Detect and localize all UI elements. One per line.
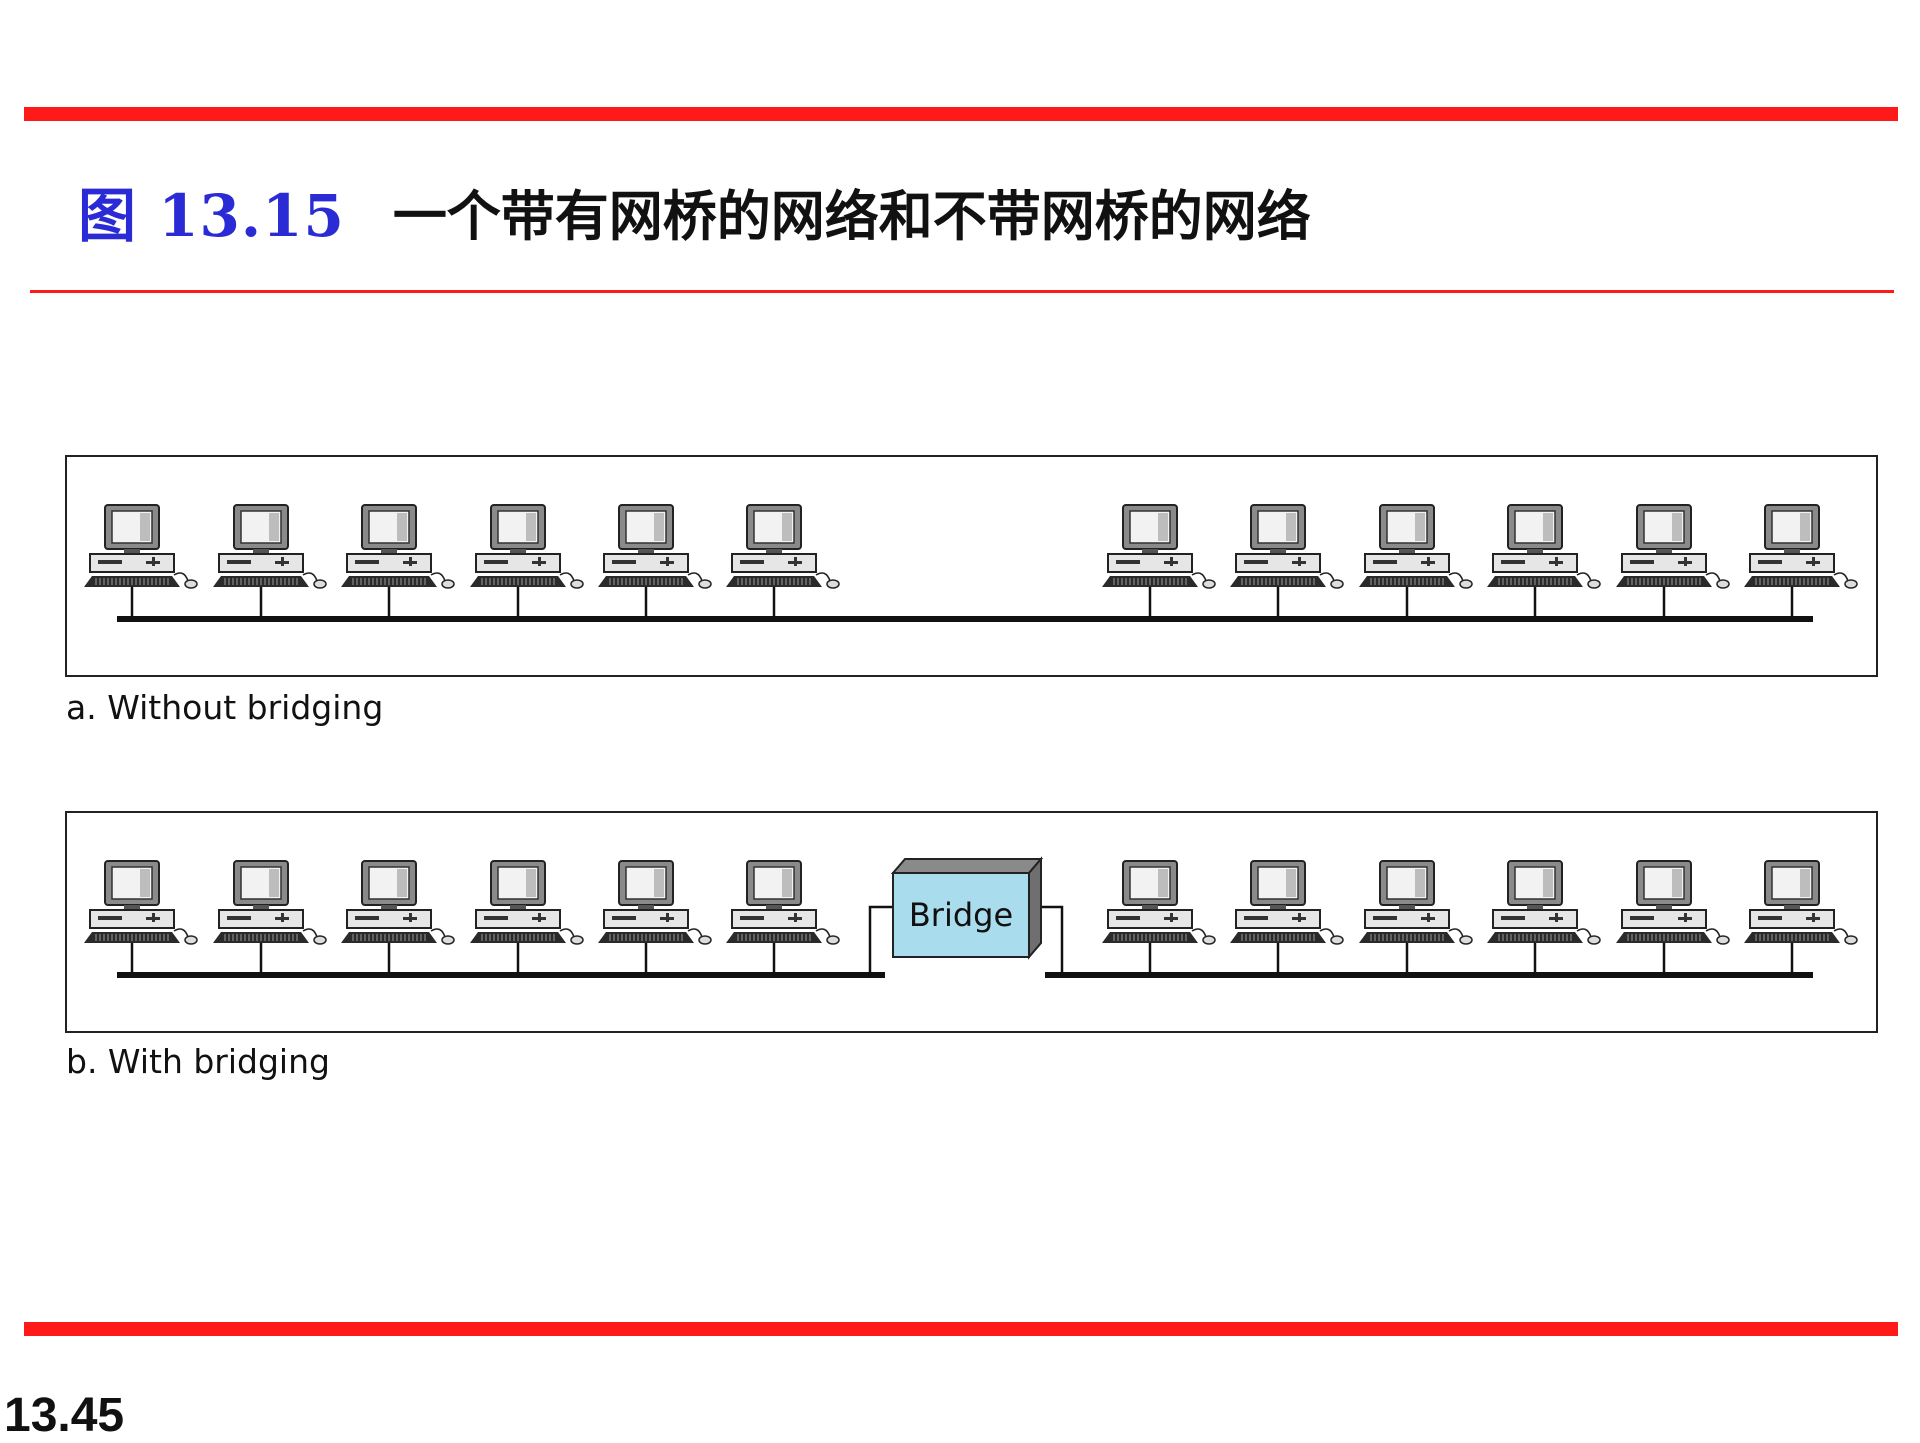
computer-icon bbox=[1744, 504, 1858, 617]
bottom-red-rule bbox=[24, 1322, 1898, 1336]
computer-icon bbox=[598, 860, 712, 973]
computer-icon bbox=[213, 860, 327, 973]
panel-label-with-bridging: b. With bridging bbox=[66, 1042, 330, 1081]
slide-title: 图 13.15 一个带有网桥的网络和不带网桥的网络 bbox=[78, 176, 1311, 250]
computer-icon bbox=[84, 504, 198, 617]
figure-caption: 一个带有网桥的网络和不带网桥的网络 bbox=[392, 184, 1311, 248]
computer-icon bbox=[1616, 504, 1730, 617]
bridge-label: Bridge bbox=[909, 896, 1013, 934]
computer-icon bbox=[1359, 860, 1473, 973]
computer-icon bbox=[1230, 860, 1344, 973]
computer-icon bbox=[1230, 504, 1344, 617]
panel-with-bridging: Bridge bbox=[65, 811, 1878, 1033]
panel-without-bridging bbox=[65, 455, 1878, 677]
bridge-icon: Bridge bbox=[890, 856, 1044, 960]
page-number: 13.45 bbox=[4, 1389, 125, 1442]
computer-icon bbox=[1102, 504, 1216, 617]
computer-icon bbox=[1744, 860, 1858, 973]
network-diagram-b: Bridge bbox=[84, 856, 1858, 978]
computer-icon bbox=[470, 504, 584, 617]
computer-icon bbox=[1359, 504, 1473, 617]
computer-icon bbox=[1487, 504, 1601, 617]
bridge-link-left bbox=[868, 905, 893, 975]
computer-icon bbox=[598, 504, 712, 617]
computer-icon bbox=[726, 504, 840, 617]
panel-label-without-bridging: a. Without bridging bbox=[66, 688, 384, 727]
computer-icon bbox=[341, 504, 455, 617]
computer-icon bbox=[470, 860, 584, 973]
figure-label: 图 13.15 bbox=[78, 182, 345, 250]
bridge-link-right bbox=[1039, 905, 1064, 975]
top-red-rule bbox=[24, 107, 1898, 121]
computer-icon bbox=[726, 860, 840, 973]
computer-icon bbox=[1487, 860, 1601, 973]
network-diagram-a bbox=[84, 504, 1858, 622]
computer-icon bbox=[213, 504, 327, 617]
computer-icon bbox=[84, 860, 198, 973]
computer-icon bbox=[1102, 860, 1216, 973]
computer-icon bbox=[1616, 860, 1730, 973]
computer-icon bbox=[341, 860, 455, 973]
title-underline-rule bbox=[30, 290, 1894, 293]
